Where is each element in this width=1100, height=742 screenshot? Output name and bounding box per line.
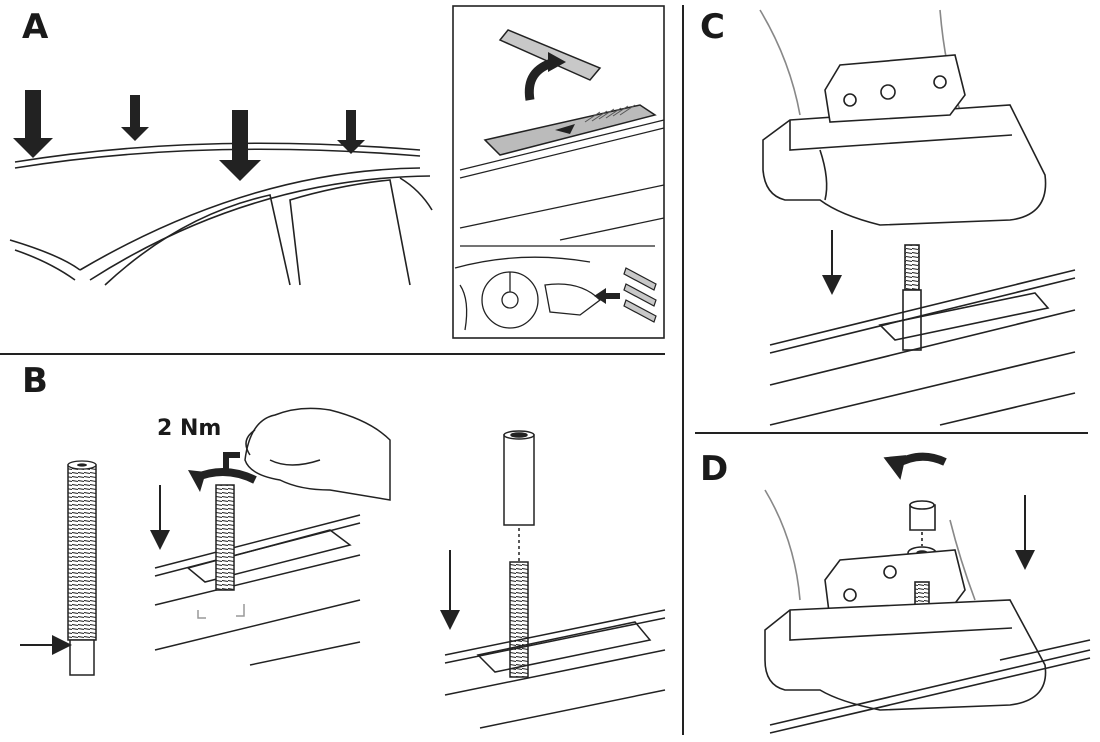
panel-a-inset xyxy=(452,5,665,339)
roof-mount-arrows xyxy=(13,90,365,181)
step-label-c: C xyxy=(700,7,725,47)
step-label-b: B xyxy=(22,361,48,401)
panel-d-foot xyxy=(764,452,1091,734)
panel-dividers xyxy=(0,5,1088,735)
panel-a-car-roof xyxy=(9,142,433,286)
panel-c-foot xyxy=(759,9,1076,426)
panel-b-spacer xyxy=(440,430,666,729)
step-label-a: A xyxy=(22,7,49,47)
torque-label: 2 Nm xyxy=(157,416,222,441)
panel-b-bolt xyxy=(20,460,97,676)
step-label-d: D xyxy=(700,449,729,489)
panel-b-rail-hexkey xyxy=(150,407,391,666)
